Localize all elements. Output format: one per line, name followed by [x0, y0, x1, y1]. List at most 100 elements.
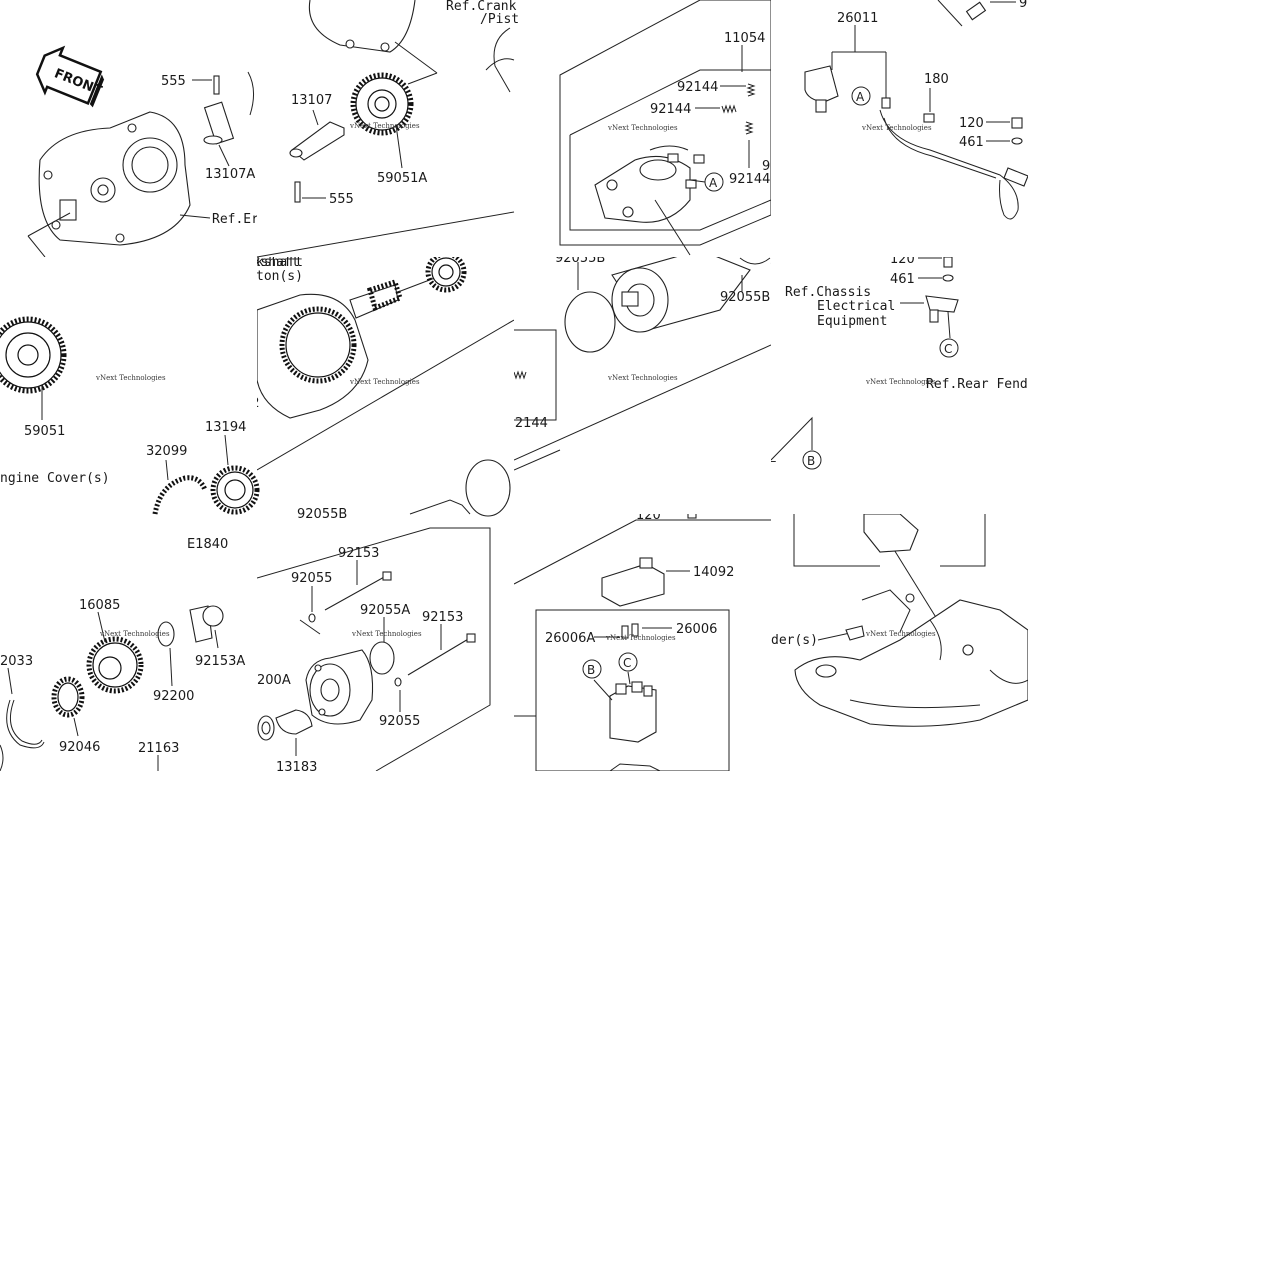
watermark-t4: vNext Technologies: [861, 124, 932, 132]
part-label-92046: 92046: [59, 740, 100, 755]
callout-A-t2-label: A: [709, 176, 718, 190]
callout-B-relay-label: B: [587, 663, 595, 677]
watermark-t12: vNext Technologies: [865, 630, 936, 638]
shaft-13107: 13107: [289, 93, 345, 161]
tile-idle-gear: E1840 16085 92153A 92200 92046: [0, 537, 245, 771]
callout-B-t7: B: [802, 450, 822, 470]
ref-crank: Ref.Crank: [446, 0, 517, 14]
tile-starter-clutch: 59051 ngine Cover(s) vNext Technologies: [0, 316, 166, 486]
callout-C-relay: C: [618, 652, 638, 672]
tile-starter-motor-middle: 92055B 92055B 2151 9222144 vNext Technol…: [490, 251, 803, 471]
spring-92144-b: 92144: [650, 102, 737, 117]
bolt-120-lower: 120: [890, 252, 953, 268]
ref-equipment: Equipment: [817, 314, 887, 329]
tile-starter-motor-top: 11054 92144 92144 92144 9: [559, 0, 771, 256]
part-label-27010: 27010—: [722, 454, 776, 469]
circlip: 2033: [0, 654, 45, 749]
end-cover: [305, 649, 374, 725]
part-label-2151: 2151: [770, 253, 803, 268]
part-label-59051A: 59051A: [377, 171, 427, 186]
ref-piston: /Pist: [480, 12, 519, 27]
o-ring-92055A: 92055A: [360, 603, 410, 675]
callout-A-t3-label: A: [856, 90, 865, 104]
part-label-11054: 11054: [724, 31, 765, 46]
fuse-26006: 26006 26006A: [545, 622, 717, 646]
part-label-461-lower: 461: [890, 272, 915, 287]
part-label-9222144: 9222144: [490, 416, 548, 431]
o-ring-92055-a: 92055: [291, 571, 332, 623]
washer-92200: 92200: [153, 621, 194, 704]
front-arrow-icon: FRONT: [35, 45, 105, 108]
part-label-92144-a: 92144: [677, 80, 718, 95]
part-label-555-top: 555: [161, 74, 186, 89]
gear-16085: 16085: [79, 598, 144, 694]
part-label-14092: 14092: [693, 565, 734, 580]
part-label-92153-b: 92153: [422, 610, 463, 625]
part-label-16085: 16085: [79, 598, 120, 613]
part-label-92153-a: 92153: [338, 546, 379, 561]
watermark-t3: vNext Technologies: [607, 124, 678, 132]
tile-crankcase-gears: Ref.Crank /Pist 59051A 13107 555 vNext T…: [256, 0, 519, 258]
brush-holder: [594, 145, 705, 256]
part-label-9: 9: [762, 159, 770, 174]
spring-92144-c: 92144: [729, 121, 770, 187]
part-label-92055B-top: 92055B: [555, 251, 605, 266]
part-label-92200: 92200: [153, 689, 194, 704]
part-label-92055-a: 92055: [291, 571, 332, 586]
callout-A-t2: A: [689, 172, 724, 192]
part-label-92055B-bottom: 92055B: [297, 507, 347, 522]
part-label-555-bottom: 555: [329, 192, 354, 207]
watermark-t8: vNext Technologies: [865, 378, 936, 386]
watermark-t7: vNext Technologies: [607, 374, 678, 382]
part-label-59051: 59051: [24, 424, 65, 439]
part-label-26011: 26011: [837, 11, 878, 26]
callout-A-t3: A: [851, 86, 871, 106]
bolt-92153-b: 92153: [407, 610, 476, 676]
ref-electrical: Electrical: [817, 299, 895, 314]
ref-crankshaft-2: kshaft: [256, 255, 303, 270]
part-label-13194: 13194: [205, 420, 246, 435]
part-label-2033: 2033: [0, 654, 33, 669]
part-label-92055A: 92055A: [360, 603, 410, 618]
part-label-92144-b: 92144: [650, 102, 691, 117]
part-label-92144-c: 92144: [729, 172, 770, 187]
diagram-code: E1840: [187, 537, 228, 552]
part-label-21163: 21163: [138, 741, 179, 756]
tile-crankshaft: Ref.Crankshaft kshaft ton(s) 92 vNext Te…: [190, 255, 514, 471]
seam-labels: 13194 32099 92055B: [146, 420, 511, 522]
bolt-92153-a: 92153: [324, 546, 392, 611]
gear-59051A: 59051A: [350, 72, 427, 186]
pin-555-top: 555: [161, 74, 220, 95]
ref-engine: Ref.Er: [212, 212, 259, 227]
tile-rear-fender: der(s) vNext Technologies: [771, 514, 1028, 727]
o-ring-92055-b: 92055: [379, 677, 420, 729]
crankshaft: [257, 275, 441, 419]
washer-461: 461: [959, 135, 1023, 150]
ref-crankshaft: Ref.Crankshaft: [190, 255, 300, 270]
ref-engine-cover: ngine Cover(s): [0, 471, 110, 486]
watermark-t10: vNext Technologies: [351, 630, 422, 638]
watermark-t11: vNext Technologies: [605, 634, 676, 642]
watermark-t9: vNext Technologies: [99, 630, 170, 638]
tile-starter-relay: 120 14092 26006 26006A B C: [514, 508, 771, 771]
part-label-92153A: 92153A: [195, 654, 245, 669]
rear-fender-part: [794, 514, 1028, 727]
part-label-120-lower: 120: [890, 252, 915, 267]
relay-cover-14092: 14092: [601, 557, 734, 607]
terminal-cap: [804, 65, 839, 113]
part-label-120-relay: 120: [636, 508, 661, 523]
starter-motor-body: [611, 257, 751, 333]
tile-chassis-ref: 120 461 Ref.Chassis Electrical Equipment…: [722, 252, 1028, 470]
tile-engine-cover-left: FRONT 555 13107A Ref.Er: [27, 45, 259, 257]
part-label-92055B-right: 92055B: [720, 290, 770, 305]
bearing-gear-pair: [425, 257, 467, 293]
tile-starter-end-cover: 92153 92055 92055A 92153 920: [257, 527, 491, 771]
callout-C-relay-label: C: [623, 656, 631, 670]
part-label-92: 92: [243, 396, 260, 411]
engine-cover-housing: [38, 111, 191, 246]
needle-bearing-92046: 92046: [51, 676, 100, 755]
part-label-180: 180: [924, 72, 949, 87]
part-label-120: 120: [959, 116, 984, 131]
bolt-92153A: 92153A: [189, 605, 245, 669]
